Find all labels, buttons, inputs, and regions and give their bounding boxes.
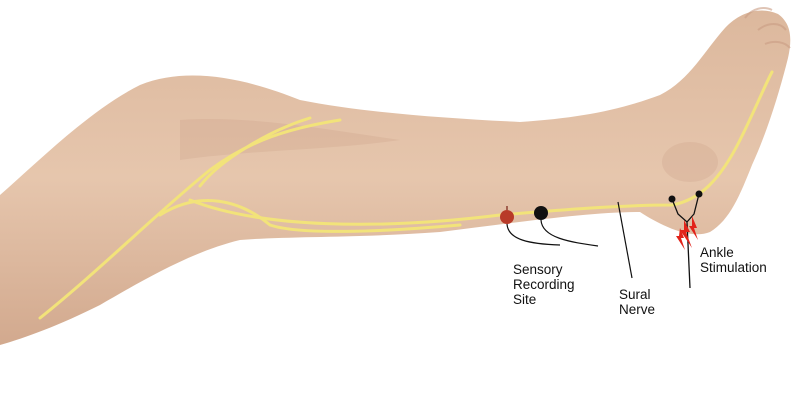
- ankle-label-line-1: Ankle: [700, 245, 767, 260]
- sensory-label-line-2: Recording: [513, 277, 575, 292]
- recording-electrode-active: [500, 210, 514, 224]
- sural-label-line-2: Nerve: [619, 302, 655, 317]
- ankle-stimulation-label: Ankle Stimulation: [700, 245, 767, 275]
- ankle-label-line-2: Stimulation: [700, 260, 767, 275]
- recording-lead-reference: [541, 220, 598, 246]
- sensory-recording-site-label: Sensory Recording Site: [513, 262, 575, 307]
- ankle-bone-shading: [662, 142, 718, 182]
- sural-nerve-label: Sural Nerve: [619, 287, 655, 317]
- recording-electrode-reference: [534, 206, 548, 220]
- sensory-label-line-3: Site: [513, 292, 575, 307]
- leg-silhouette: [0, 10, 790, 345]
- sensory-label-line-1: Sensory: [513, 262, 575, 277]
- sural-nerve-pointer: [618, 202, 632, 278]
- sural-label-line-1: Sural: [619, 287, 655, 302]
